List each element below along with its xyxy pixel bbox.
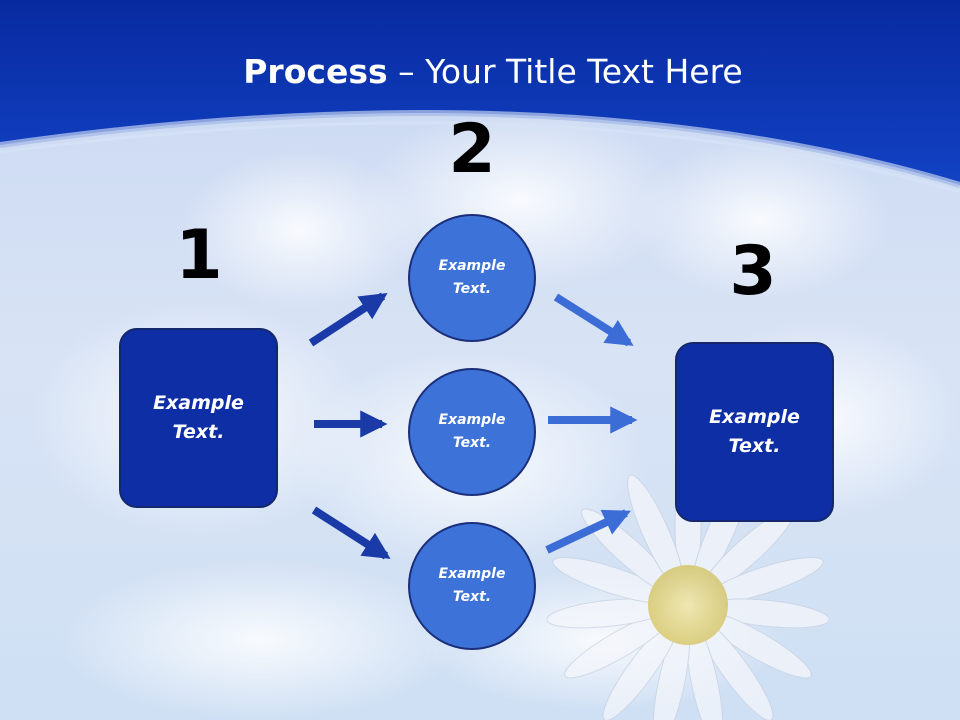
start-box: Example Text. bbox=[119, 328, 278, 508]
middle-circle-bottom: Example Text. bbox=[408, 522, 536, 650]
middle-circle-bottom-line1: Example bbox=[438, 566, 506, 582]
middle-circle-top-line1: Example bbox=[438, 258, 506, 274]
middle-circle-middle-line1: Example bbox=[438, 412, 506, 428]
arrow-bottom-to-end bbox=[545, 509, 631, 554]
arrow-start-to-bottom bbox=[311, 506, 391, 560]
title-bold: Process bbox=[243, 52, 388, 91]
arrow-start-to-top bbox=[308, 292, 388, 347]
middle-circle-middle: Example Text. bbox=[408, 368, 536, 496]
start-box-line2: Text. bbox=[172, 421, 225, 443]
middle-circle-middle-line2: Text. bbox=[452, 435, 492, 451]
slide-title: Process – Your Title Text Here bbox=[0, 52, 960, 91]
middle-circle-bottom-line2: Text. bbox=[452, 589, 492, 605]
step-number-3: 3 bbox=[729, 232, 777, 311]
start-box-line1: Example bbox=[153, 392, 244, 414]
middle-circle-top-line2: Text. bbox=[452, 281, 492, 297]
header-band bbox=[0, 0, 960, 194]
step-number-1: 1 bbox=[175, 216, 223, 295]
step-number-2: 2 bbox=[448, 110, 496, 189]
daisy-flower bbox=[546, 462, 830, 720]
end-box: Example Text. bbox=[675, 342, 834, 522]
title-rest: – Your Title Text Here bbox=[387, 52, 743, 91]
middle-circle-top: Example Text. bbox=[408, 214, 536, 342]
end-box-line2: Text. bbox=[728, 435, 781, 457]
arrow-top-to-end bbox=[553, 293, 634, 347]
end-box-line1: Example bbox=[709, 406, 800, 428]
